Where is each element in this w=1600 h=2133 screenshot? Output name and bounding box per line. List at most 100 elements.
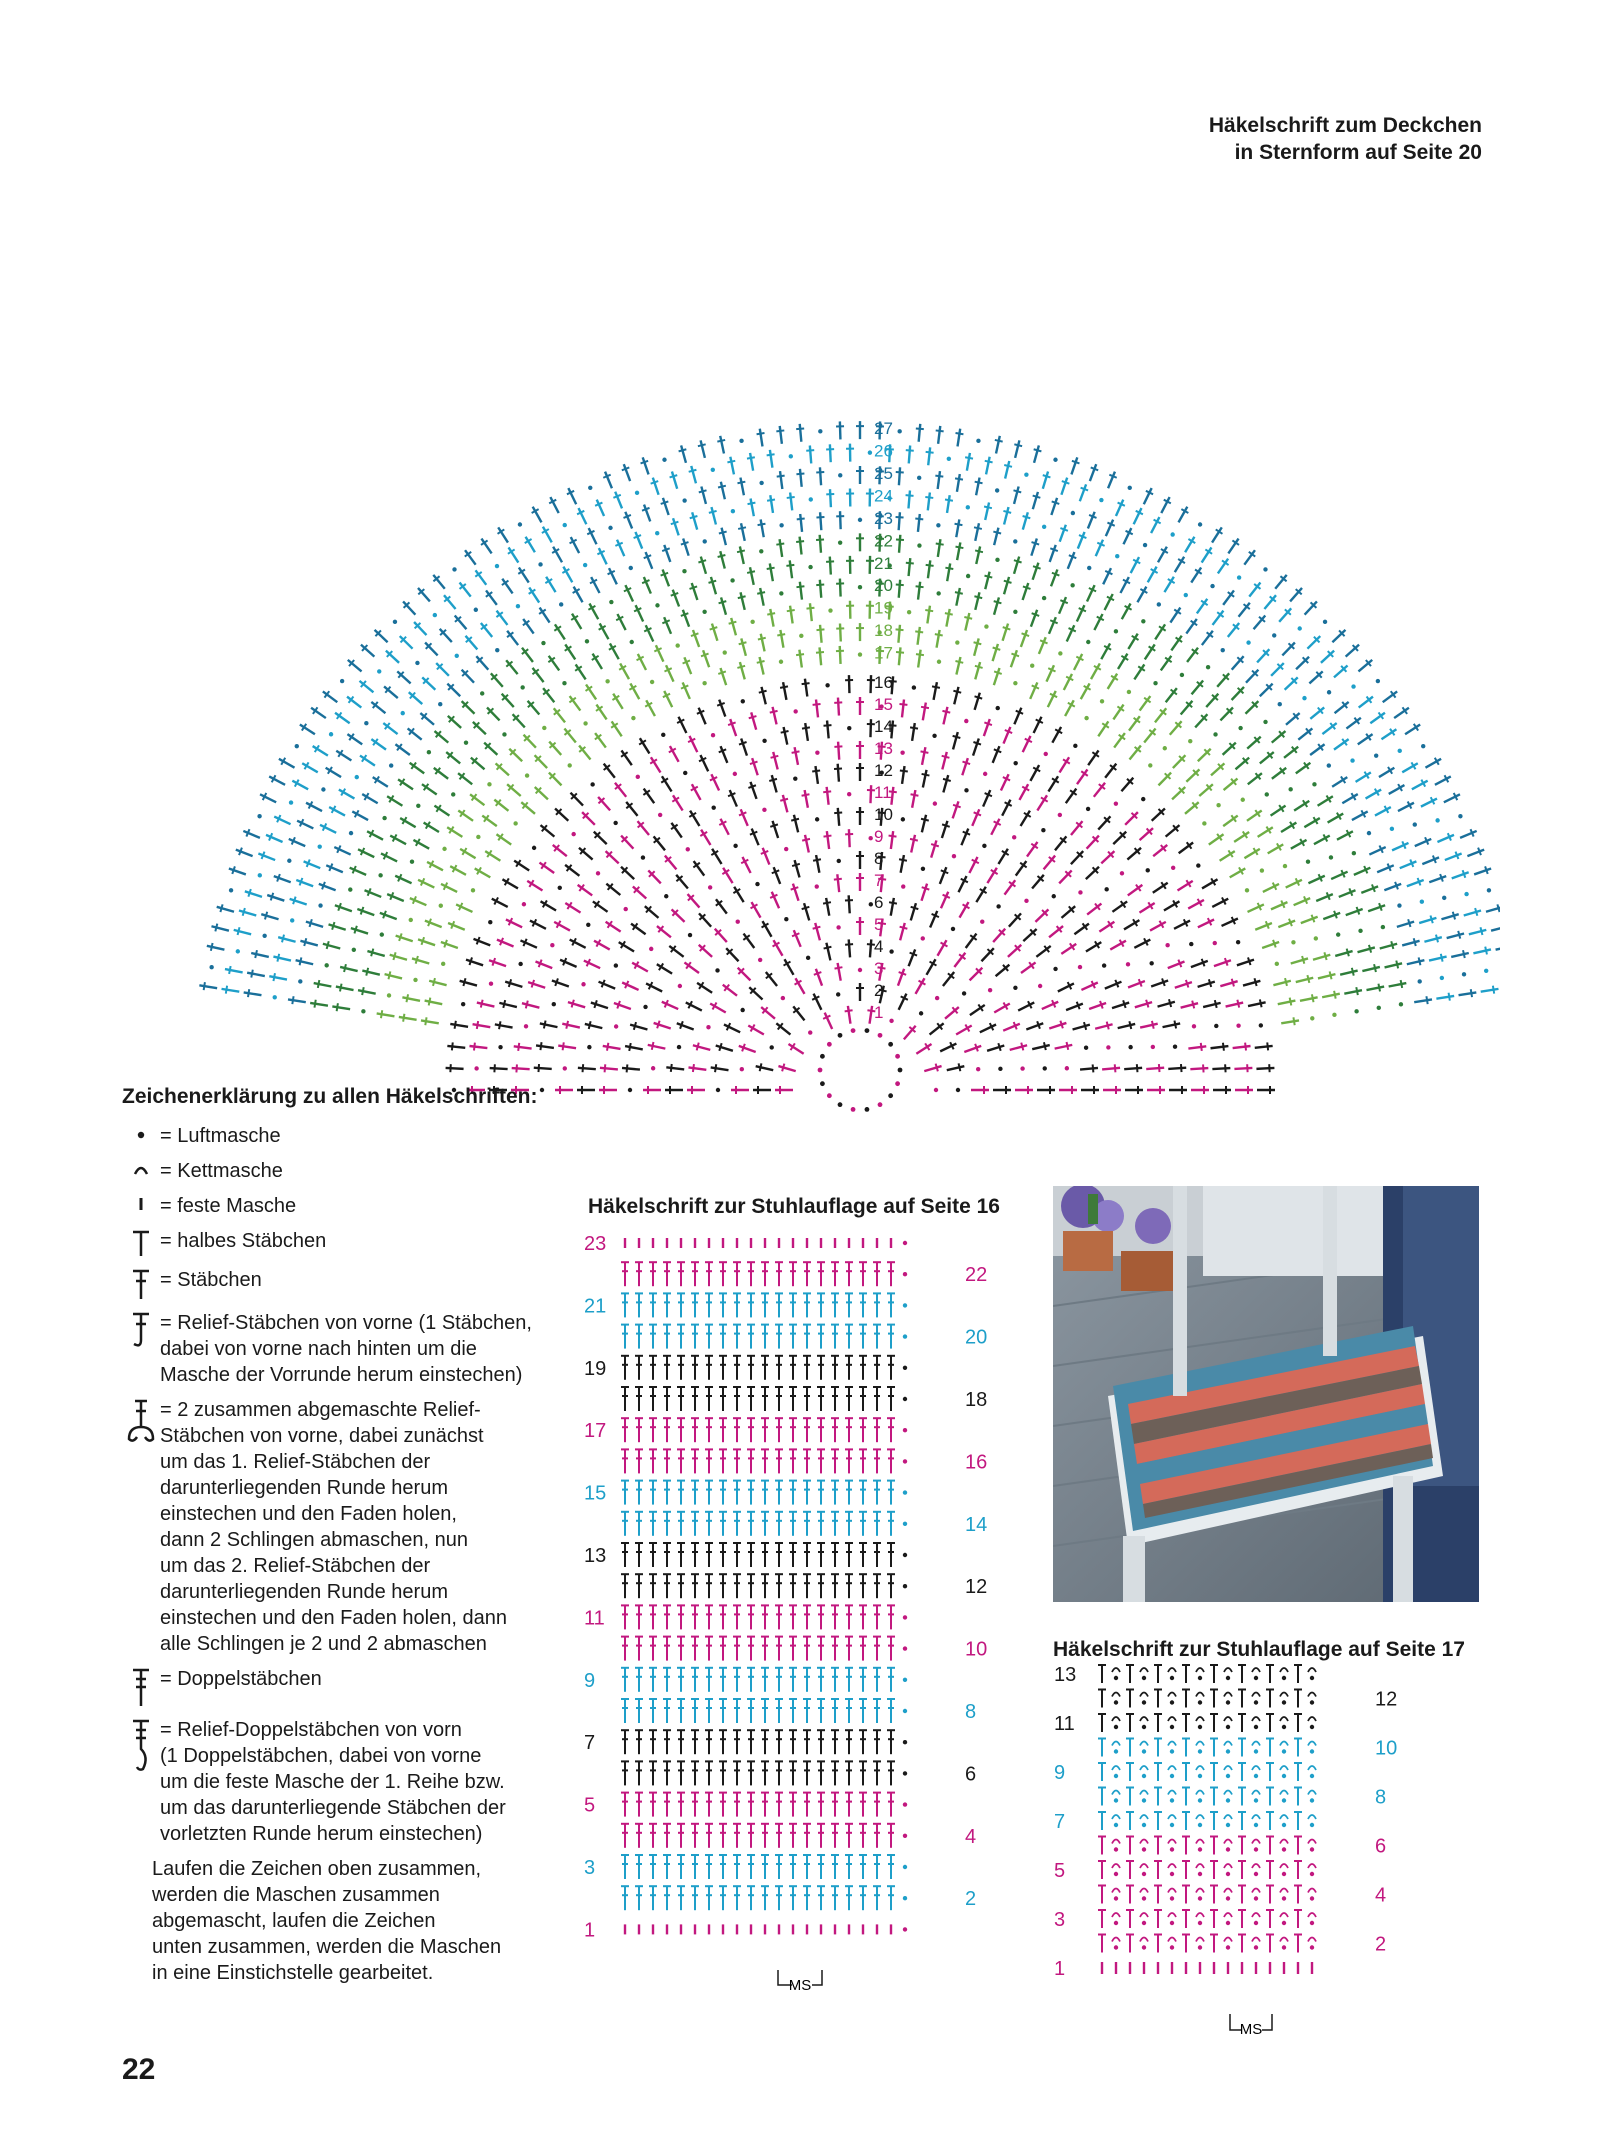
doily-stitch-bar <box>1115 980 1118 987</box>
doily-chain-stitch <box>583 563 587 567</box>
doily-stitch <box>1212 1068 1230 1069</box>
legend-note-line: werden die Maschen zusammen <box>152 1882 532 1908</box>
doily-stitch <box>1380 944 1397 949</box>
doily-stitch-bar <box>1485 866 1488 874</box>
doily-stitch <box>761 519 764 537</box>
chair17-slip-stitch <box>1140 1815 1148 1819</box>
doily-stitch <box>1415 839 1431 846</box>
doily-stitch <box>1094 614 1102 630</box>
doily-chain-stitch <box>1302 696 1306 700</box>
legend-note-line: in eine Einstichstelle gearbeitet. <box>152 1960 532 1986</box>
doily-stitch <box>399 1017 417 1020</box>
doily-stitch-bar <box>368 888 371 895</box>
legend-item-slip: = Kettmasche <box>122 1158 562 1184</box>
doily-stitch-bar <box>1091 467 1098 470</box>
doily-chain-stitch <box>784 917 788 921</box>
doily-stitch-bar <box>750 762 758 764</box>
doily-stitch-bar <box>922 887 930 889</box>
doily-round-number: 10 <box>874 805 893 824</box>
doily-stitch <box>654 1023 671 1029</box>
doily-stitch-marks <box>199 421 1500 1112</box>
doily-stitch-bar <box>683 660 690 663</box>
doily-stitch <box>800 514 802 532</box>
doily-stitch-bar <box>900 927 908 929</box>
doily-stitch <box>377 1013 395 1016</box>
doily-chain-stitch <box>349 831 353 835</box>
doily-stitch <box>805 723 808 741</box>
chair17-chain-stitch <box>1198 1725 1202 1729</box>
doily-round-number: 11 <box>874 783 892 802</box>
doily-stitch-bar <box>634 535 641 538</box>
doily-chain-stitch <box>1143 543 1147 547</box>
doily-stitch <box>741 809 748 826</box>
chair16-chain-stitch <box>903 1428 907 1432</box>
doily-stitch-bar <box>381 1010 382 1018</box>
doily-stitch-bar <box>1201 1043 1202 1051</box>
doily-stitch-bar <box>737 482 745 484</box>
doily-stitch-bar <box>994 601 1002 603</box>
doily-stitch-bar <box>770 824 778 826</box>
doily-chain-stitch <box>1106 1045 1110 1049</box>
doily-chain-stitch <box>716 1088 720 1092</box>
doily-stitch-bar <box>1418 878 1421 885</box>
doily-stitch <box>1421 799 1437 807</box>
doily-stitch <box>816 969 822 986</box>
doily-stitch-bar <box>393 952 395 960</box>
doily-stitch <box>908 491 909 509</box>
chair17-slip-stitch <box>1140 1864 1148 1868</box>
doily-stitch-bar <box>1023 586 1031 589</box>
doily-chain-stitch <box>441 962 445 966</box>
doily-stitch <box>1255 1046 1273 1048</box>
chair16-ms-marker: MS <box>778 1970 822 1994</box>
doily-chain-stitch <box>686 847 690 851</box>
doily-stitch <box>975 523 979 541</box>
doily-stitch-bar <box>796 541 804 542</box>
doily-stitch-bar <box>1349 888 1352 895</box>
doily-stitch <box>911 835 915 853</box>
doily-stitch <box>473 939 490 946</box>
doily-chain-stitch <box>352 948 356 952</box>
doily-stitch <box>1102 1068 1120 1070</box>
chair17-slip-stitch <box>1112 1815 1120 1819</box>
doily-stitch <box>296 880 313 886</box>
doily-stitch-bar <box>802 727 810 728</box>
chair17-slip-stitch <box>1308 1717 1316 1721</box>
doily-stitch <box>609 568 617 584</box>
doily-stitch <box>983 790 990 807</box>
doily-stitch <box>579 508 587 524</box>
doily-stitch-bar <box>739 742 747 745</box>
doily-stitch-bar <box>388 971 390 979</box>
doily-stitch <box>1014 557 1019 574</box>
doily-stitch-bar <box>1266 921 1269 928</box>
doily-stitch <box>994 668 1000 685</box>
doily-chain-stitch <box>1163 746 1167 750</box>
doily-chain-stitch <box>784 847 788 851</box>
doily-stitch-bar <box>1458 931 1460 939</box>
chair17-chain-stitch <box>1114 1847 1118 1851</box>
doily-stitch-bar <box>371 949 373 957</box>
doily-stitch <box>1077 605 1085 621</box>
doily-stitch <box>918 627 920 645</box>
chair16-row-number: 10 <box>965 1639 987 1661</box>
doily-stitch <box>540 1023 558 1027</box>
doily-stitch-bar <box>444 940 447 948</box>
doily-stitch <box>1181 1003 1198 1007</box>
doily-stitch <box>741 739 747 756</box>
doily-chain-stitch <box>401 711 405 715</box>
doily-stitch <box>505 982 522 987</box>
doily-chain-stitch <box>976 1067 980 1071</box>
doily-stitch-bar <box>1181 1064 1182 1072</box>
doily-chain-stitch <box>1398 749 1402 753</box>
doily-chain-stitch <box>837 859 841 863</box>
doily-stitch-bar <box>813 704 821 705</box>
doily-stitch-bar <box>1067 1042 1069 1050</box>
doily-stitch-bar <box>814 972 822 975</box>
doily-chain-stitch <box>1053 458 1057 462</box>
doily-stitch <box>365 890 382 897</box>
doily-stitch-bar <box>1203 1064 1204 1072</box>
doily-chain-stitch <box>789 454 793 458</box>
doily-chain-stitch <box>520 685 524 689</box>
doily-stitch <box>993 644 998 661</box>
doily-round-number: 18 <box>874 621 893 640</box>
doily-stitch <box>387 894 404 901</box>
